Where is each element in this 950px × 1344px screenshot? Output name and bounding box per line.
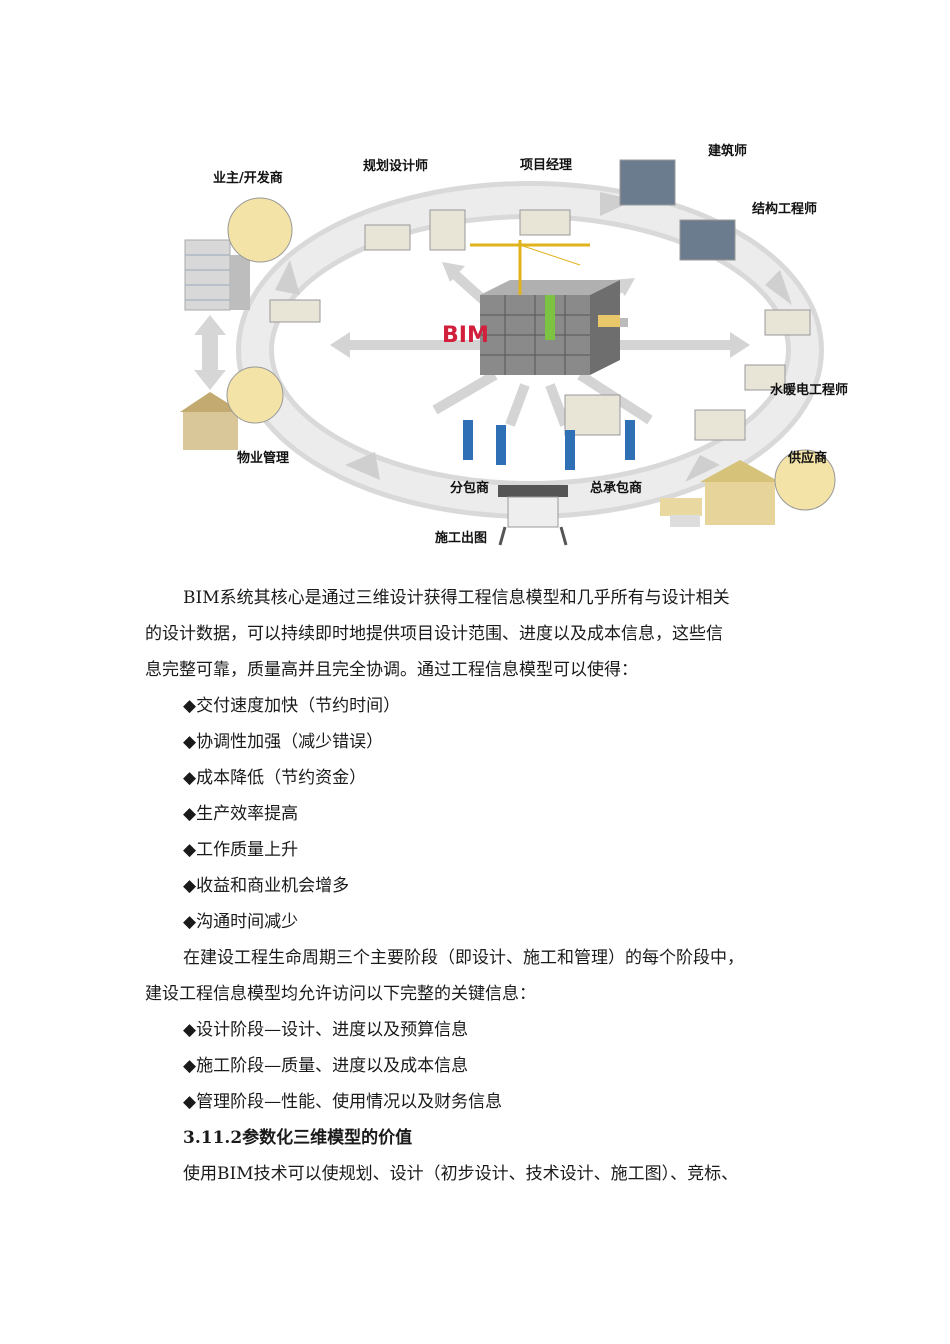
construction-workers — [463, 420, 635, 470]
monitors-icon — [619, 159, 676, 206]
office-tower-icon — [184, 239, 250, 311]
drafting-table-icon — [429, 209, 466, 251]
benefit-item: ◆沟通时间减少 — [183, 912, 299, 932]
phase-item: ◆设计阶段—设计、进度以及预算信息 — [183, 1020, 469, 1040]
workstations — [226, 159, 836, 511]
role-structural-engineer: 结构工程师 — [752, 201, 817, 217]
desk-icon — [269, 299, 321, 323]
role-property-management: 物业管理 — [237, 450, 289, 466]
desk-icon — [694, 409, 746, 441]
desk-icon — [364, 224, 411, 251]
benefit-item: ◆工作质量上升 — [183, 840, 299, 860]
role-architect: 建筑师 — [708, 143, 747, 159]
lifecycle-line: 建设工程信息模型均允许访问以下完整的关键信息： — [145, 984, 536, 1004]
benefit-item: ◆交付速度加快（节约时间） — [183, 696, 401, 716]
role-general-contractor: 总承包商 — [590, 480, 642, 496]
building-model-icon — [470, 240, 620, 375]
monitors-icon — [679, 219, 736, 261]
meeting-vignette-icon — [226, 366, 284, 424]
worker-icon — [496, 425, 506, 465]
truck-icon — [598, 315, 628, 327]
role-construction-drawings: 施工出图 — [435, 530, 487, 546]
desk-icon — [744, 364, 786, 391]
phase-item: ◆施工阶段—质量、进度以及成本信息 — [183, 1056, 469, 1076]
house-icon — [180, 392, 242, 450]
role-supplier: 供应商 — [787, 450, 827, 466]
lifecycle-line: 在建设工程生命周期三个主要阶段（即设计、施工和管理）的每个阶段中， — [183, 948, 744, 968]
role-owner-developer: 业主/开发商 — [213, 170, 283, 186]
benefit-item: ◆协调性加强（减少错误） — [183, 732, 384, 752]
bim-workflow-figure: BIM — [180, 120, 870, 560]
desk-icon — [764, 309, 811, 336]
bim-label: BIM — [442, 323, 489, 348]
worker-icon — [565, 430, 575, 470]
intro-line: 的设计数据，可以持续即时地提供项目设计范围、进度以及成本信息，这些信 — [145, 624, 723, 644]
ring-arrow-icon — [345, 452, 380, 480]
role-subcontractor: 分包商 — [450, 480, 489, 496]
phase-item: ◆管理阶段—性能、使用情况以及财务信息 — [183, 1092, 503, 1112]
two-way-arrow-icon — [194, 315, 226, 390]
plan-table-icon — [564, 394, 621, 436]
benefit-item: ◆收益和商业机会增多 — [183, 876, 350, 896]
intro-line: 息完整可靠，质量高并且完全协调。通过工程信息模型可以使得： — [145, 660, 638, 680]
role-planner: 规划设计师 — [363, 158, 428, 174]
role-project-manager: 项目经理 — [520, 157, 572, 173]
benefit-item: ◆生产效率提高 — [183, 804, 299, 824]
benefit-item: ◆成本降低（节约资金） — [183, 768, 367, 788]
intro-line: BIM系统其核心是通过三维设计获得工程信息模型和几乎所有与设计相关 — [183, 588, 730, 608]
role-mep-engineer: 水暖电工程师 — [770, 382, 848, 398]
desk-icon — [519, 209, 571, 236]
ring-arrow-icon — [685, 455, 720, 482]
ring-arrow-icon — [275, 260, 300, 295]
warehouse-icon — [660, 460, 780, 527]
meeting-vignette-icon — [227, 197, 293, 263]
bim-diagram: BIM — [180, 143, 848, 546]
ring-arrow-icon — [765, 270, 792, 305]
section-heading: 3.11.2参数化三维模型的价值 — [183, 1128, 413, 1148]
supplier-vignette-icon — [774, 449, 836, 511]
closing-line: 使用BIM技术可以使规划、设计（初步设计、技术设计、施工图）、竞标、 — [183, 1164, 739, 1184]
worker-icon — [463, 420, 473, 460]
body-text: BIM系统其核心是通过三维设计获得工程信息模型和几乎所有与设计相关 的设计数据，… — [145, 580, 825, 1192]
plotter-icon — [498, 485, 568, 546]
worker-icon — [625, 420, 635, 460]
